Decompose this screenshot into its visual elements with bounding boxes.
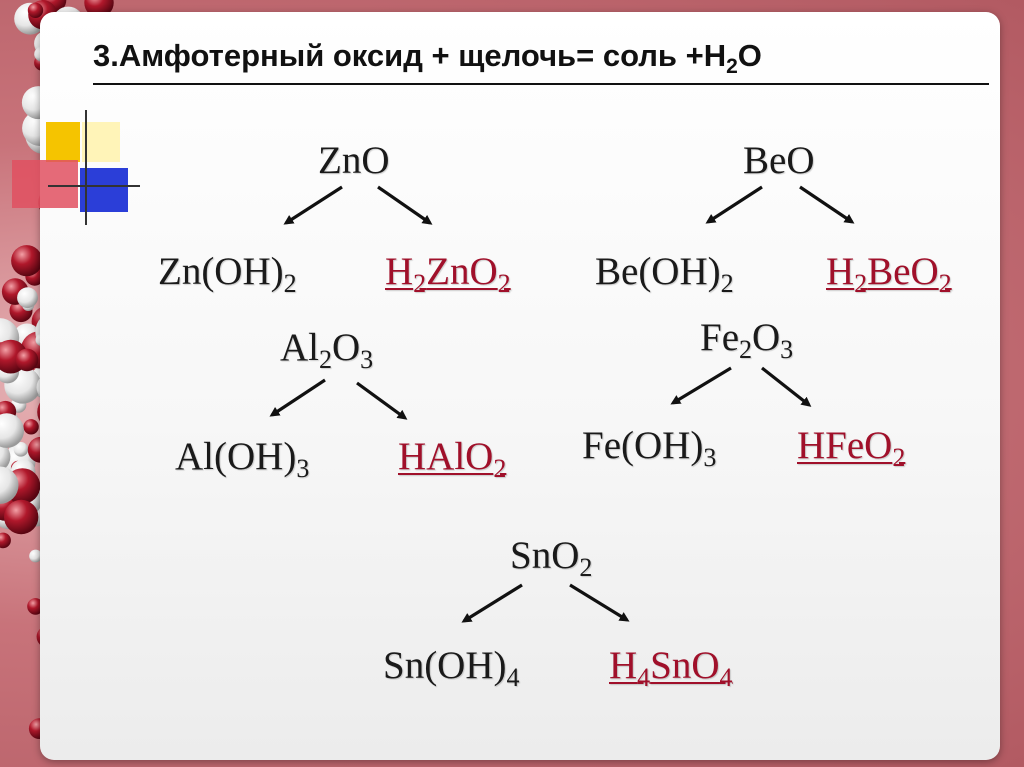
- molecule-ball: [0, 532, 11, 549]
- arrow-left: [670, 366, 732, 405]
- formula-part: H: [826, 250, 855, 293]
- oxide-al2o3: Al2O3: [280, 328, 373, 373]
- formula-subscript: 2: [579, 553, 593, 582]
- formula-part: Fe: [700, 316, 739, 359]
- formula-subscript: 2: [413, 269, 427, 298]
- molecule-ball: [0, 442, 11, 472]
- title-subscript: 2: [726, 55, 738, 78]
- formula-part: Be(OH): [595, 250, 721, 293]
- formula-part: H: [385, 250, 414, 293]
- formula-part: Sn(OH): [383, 644, 507, 687]
- arrow-left: [461, 583, 523, 623]
- formula-subscript: 2: [720, 269, 734, 298]
- color-squares-decoration: [12, 110, 140, 225]
- base-zn-oh-2: Zn(OH)2: [158, 252, 297, 297]
- arrow-left: [283, 185, 343, 225]
- formula-part: H: [609, 644, 638, 687]
- formula-subscript: 2: [319, 345, 332, 374]
- molecule-ball: [4, 499, 39, 535]
- formula-subscript: 4: [637, 663, 651, 692]
- title-suffix: О: [737, 38, 762, 73]
- formula-subscript: 2: [739, 335, 752, 364]
- base-sn-oh-4: Sn(OH)4: [383, 646, 520, 691]
- slide-title: 3.Амфотерный оксид + щелочь= соль +Н2О: [93, 38, 762, 79]
- molecule-ball: [0, 466, 19, 504]
- molecule-ball: [11, 245, 43, 277]
- oxide-beo: BeO: [743, 141, 815, 180]
- arrow-left: [705, 185, 763, 224]
- arrow-right: [569, 583, 630, 622]
- molecule-ball: [29, 549, 42, 563]
- base-fe-oh-3: Fe(OH)3: [582, 426, 716, 471]
- formula-part: BeO: [743, 139, 815, 182]
- oxide-fe2o3: Fe2O3: [700, 318, 793, 363]
- molecule-ball: [27, 598, 44, 615]
- arrow-right: [799, 185, 855, 224]
- formula-part: HAlO: [398, 435, 494, 478]
- formula-subscript: 2: [854, 269, 868, 298]
- formula-part: Al: [280, 326, 319, 369]
- formula-subscript: 2: [493, 454, 507, 483]
- formula-part: SnO: [650, 644, 720, 687]
- formula-part: O: [332, 326, 361, 369]
- molecule-ball: [13, 442, 29, 457]
- arrow-right: [761, 366, 812, 407]
- arrow-right: [356, 381, 408, 420]
- formula-subscript: 2: [938, 269, 952, 298]
- oxide-sno2: SnO2: [510, 536, 592, 581]
- formula-part: O: [752, 316, 781, 359]
- formula-part: Al(OH): [175, 435, 297, 478]
- acid-h2beo2: H2BeO2: [826, 252, 952, 297]
- formula-subscript: 3: [780, 335, 794, 364]
- acid-halo2: HAlO2: [398, 437, 506, 482]
- molecule-ball: [23, 419, 39, 435]
- formula-part: Fe(OH): [582, 424, 704, 467]
- arrow-right: [377, 185, 433, 225]
- formula-subscript: 2: [497, 269, 511, 298]
- formula-subscript: 2: [283, 269, 297, 298]
- formula-part: Zn(OH): [158, 250, 284, 293]
- molecule-ball: [17, 287, 38, 309]
- formula-part: SnO: [510, 534, 580, 577]
- formula-part: ZnO: [318, 139, 390, 182]
- title-text: 3.Амфотерный оксид + щелочь= соль +Н: [93, 38, 727, 73]
- formula-part: ZnO: [426, 250, 498, 293]
- oxide-zno: ZnO: [318, 141, 390, 180]
- content-panel: [40, 12, 1000, 760]
- formula-part: BeO: [867, 250, 939, 293]
- formula-subscript: 4: [719, 663, 733, 692]
- formula-subscript: 3: [703, 443, 717, 472]
- formula-subscript: 4: [506, 663, 520, 692]
- acid-hfeo2: HFeO2: [797, 426, 905, 471]
- formula-part: HFeO: [797, 424, 893, 467]
- formula-subscript: 3: [360, 345, 374, 374]
- arrow-left: [269, 378, 326, 417]
- title-underline: [93, 83, 989, 85]
- acid-h2zno2: H2ZnO2: [385, 252, 511, 297]
- formula-subscript: 2: [892, 443, 906, 472]
- molecule-ball: [15, 348, 39, 372]
- acid-h4sno4: H4SnO4: [609, 646, 733, 691]
- formula-subscript: 3: [296, 454, 310, 483]
- base-al-oh-3: Al(OH)3: [175, 437, 309, 482]
- molecule-ball: [27, 2, 44, 18]
- molecule-ball: [0, 413, 24, 448]
- base-be-oh-2: Be(OH)2: [595, 252, 734, 297]
